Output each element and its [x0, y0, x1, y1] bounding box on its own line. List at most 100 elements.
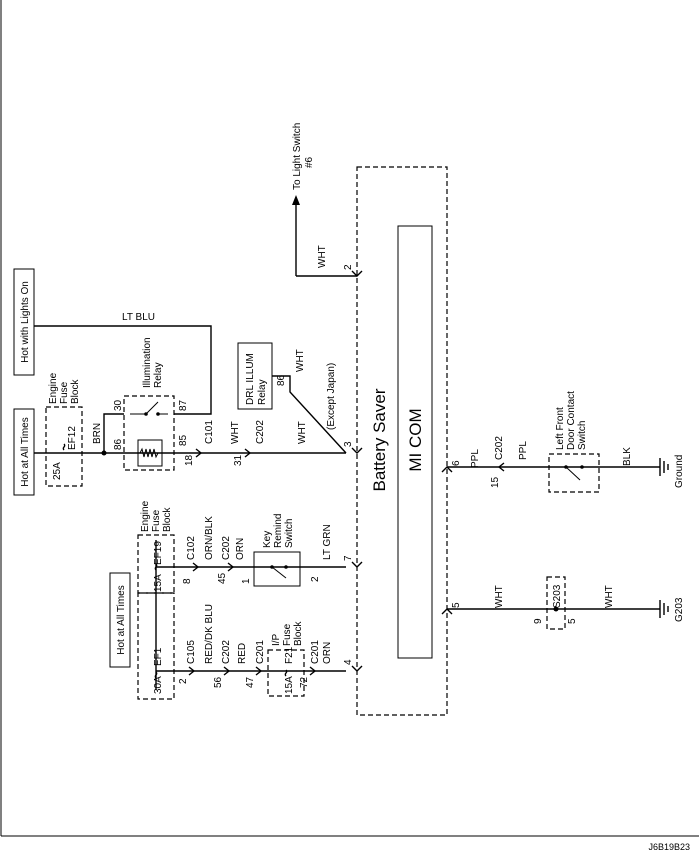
drl-relay-line1: DRL ILLUM	[245, 353, 256, 405]
pin-5: 5	[451, 602, 462, 608]
door-switch-line2: Door Contact	[566, 391, 577, 450]
mi-com-box	[397, 225, 433, 659]
c102-pin: 8	[182, 578, 193, 584]
c201-label-2: C201	[310, 640, 321, 664]
wire-label-wht-1: WHT	[317, 245, 328, 268]
pin-6: 6	[451, 460, 462, 466]
relay-pin-85: 85	[178, 434, 189, 446]
efb1-line1: Engine	[48, 372, 59, 404]
c201-pin-47: 47	[245, 676, 256, 688]
hot-lights-on-label: Hot with Lights On	[20, 281, 31, 363]
c202-pin-31: 31	[233, 454, 244, 466]
drl-pin-86: 86	[276, 374, 287, 386]
pin-3: 3	[343, 441, 354, 447]
c105-chevron	[188, 666, 196, 676]
wire-label-lt-grn: LT GRN	[322, 524, 333, 560]
illum-relay-line2: Relay	[153, 362, 164, 388]
wire-label-wht-4: WHT	[295, 349, 306, 372]
c101-label: C101	[204, 420, 215, 444]
hot-all-times-label-2: Hot at All Times	[116, 585, 127, 654]
c202-label-1: C202	[255, 420, 266, 444]
to-light-switch-line2: #6	[304, 156, 315, 168]
c102-chevron	[192, 562, 200, 572]
ground-icon	[659, 458, 669, 476]
fuse-f21-icon	[284, 669, 288, 677]
to-light-switch-line1: To Light Switch	[292, 123, 303, 190]
c202-chevron-4	[497, 462, 505, 472]
engine-fuse-block-1	[45, 406, 83, 487]
c201-chevron-2	[309, 666, 317, 676]
c201-label-1: C201	[255, 640, 266, 664]
c202-label-3: C202	[221, 640, 232, 664]
c202-label-4: C202	[494, 436, 505, 460]
hot-all-times-box-1	[13, 408, 35, 496]
door-switch-icon	[555, 465, 593, 481]
arrow-up-icon	[292, 195, 300, 205]
ground-label: Ground	[674, 455, 685, 488]
fuse-f21-rating: 15A	[284, 676, 295, 694]
c201-chevron-1	[255, 666, 263, 676]
efb1-line3: Block	[70, 379, 81, 404]
drl-relay-line2: Relay	[257, 379, 268, 405]
wire-label-orn-blk: ORN/BLK	[204, 516, 215, 560]
key-remind-switch	[253, 551, 301, 587]
wire-label-red: RED	[237, 643, 248, 664]
relay-coil-icon	[130, 439, 168, 467]
key-remind-line3: Switch	[284, 519, 295, 548]
key-remind-pin-1: 1	[241, 578, 252, 584]
pin-2: 2	[343, 264, 354, 270]
wire-wht-drl	[272, 375, 347, 454]
pin-7: 7	[343, 555, 354, 561]
g203-label: G203	[674, 597, 685, 622]
s203-pin-5: 5	[567, 618, 578, 624]
c105-pin: 2	[178, 678, 189, 684]
battery-saver-label: Battery Saver	[370, 388, 389, 491]
ip-fuse-block	[267, 649, 305, 697]
hot-all-times-box-2	[109, 572, 131, 668]
mi-com-label: MI COM	[406, 408, 425, 471]
c102-label: C102	[186, 536, 197, 560]
c202-pin-45: 45	[217, 572, 228, 584]
ground-g203-icon	[659, 600, 669, 618]
wire-label-orn-2: ORN	[322, 642, 333, 664]
fuse-f21-label: F21	[284, 646, 295, 664]
wire-label-ppl-2: PPL	[518, 441, 529, 460]
relay-pin-86: 86	[113, 438, 124, 450]
splice-s203-label: S203	[552, 584, 563, 608]
illum-relay-line1: Illumination	[142, 337, 153, 388]
relay-pin-30: 30	[113, 399, 124, 411]
c105-label: C105	[186, 640, 197, 664]
relay-pin-87: 87	[178, 399, 189, 411]
c101-chevron	[195, 448, 203, 458]
c202-chevron-3	[223, 666, 231, 676]
fuse-ef19-rating: 15A	[153, 574, 164, 592]
wire-label-blk: BLK	[622, 447, 633, 466]
wire-lt-blu	[34, 325, 212, 415]
wire-label-wht-6: WHT	[604, 585, 615, 608]
key-switch-icon	[260, 565, 296, 579]
key-remind-line1: Key	[262, 531, 273, 548]
fuse-ef12-rating: 25A	[52, 462, 63, 480]
splice-s203-dot	[553, 606, 559, 612]
door-contact-switch	[548, 453, 600, 493]
door-switch-line3: Switch	[577, 421, 588, 450]
fuse-ef1-rating: 30A	[153, 676, 164, 694]
battery-saver-module	[356, 166, 448, 716]
fuse-ef19-label: EF19	[153, 541, 164, 565]
c101-pin: 18	[184, 454, 195, 466]
hot-all-times-label-1: Hot at All Times	[20, 417, 31, 486]
wire-label-ppl-1: PPL	[470, 449, 481, 468]
wire-label-lt-blu: LT BLU	[122, 312, 155, 323]
wire-label-brn: BRN	[92, 423, 103, 444]
except-japan-label: (Except Japan)	[326, 363, 337, 430]
hot-lights-on-box	[13, 268, 35, 376]
c202-label-2: C202	[221, 536, 232, 560]
c202-pin-56: 56	[213, 676, 224, 688]
efb2-line3: Block	[162, 507, 173, 532]
wire-label-wht-5: WHT	[494, 585, 505, 608]
c202-pin-15: 15	[490, 476, 501, 488]
splice-s203	[546, 576, 566, 630]
pin-4: 4	[343, 659, 354, 665]
illumination-relay	[123, 395, 175, 471]
